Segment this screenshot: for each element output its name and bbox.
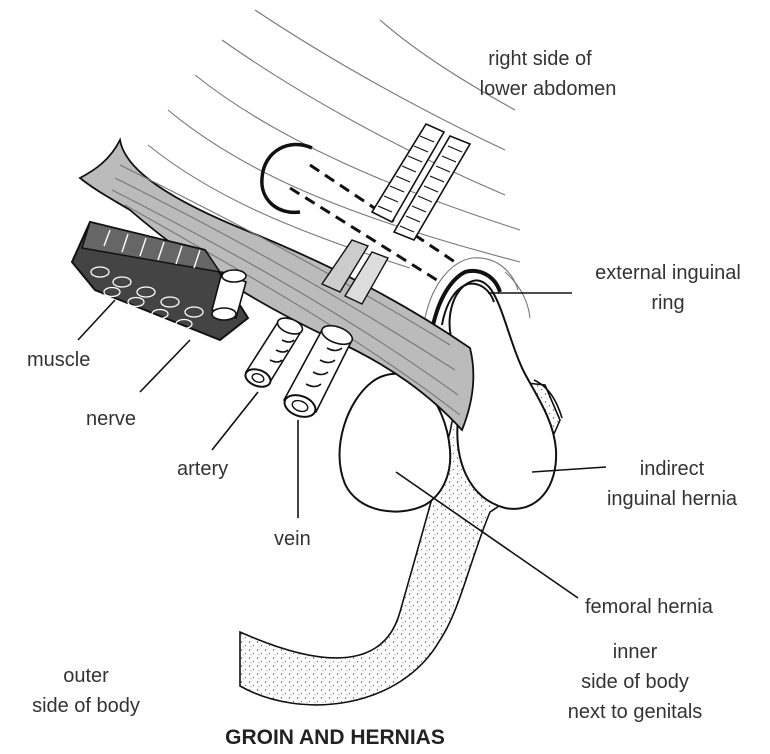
label-indirect-hernia-line2: inguinal hernia (607, 488, 738, 510)
leader-muscle (78, 300, 115, 340)
label-indirect-hernia-line1: indirect (640, 458, 705, 480)
label-right-side-line1: right side of (488, 48, 592, 70)
leader-artery (212, 392, 258, 450)
leader-nerve (140, 340, 190, 392)
label-inner-side-line1: inner (613, 641, 658, 663)
label-external-ring-line1: external inguinal (595, 262, 741, 284)
label-inner-side-line3: next to genitals (568, 701, 703, 723)
label-inner-side-line2: side of body (581, 671, 689, 693)
label-outer-side-line2: side of body (32, 695, 140, 717)
deep-inguinal-ring (262, 145, 312, 213)
label-vein: vein (274, 528, 311, 550)
label-right-side-line2: lower abdomen (480, 78, 617, 100)
label-nerve: nerve (86, 408, 136, 430)
label-external-ring-line2: ring (651, 292, 684, 314)
diagram-title: GROIN AND HERNIAS (225, 726, 445, 749)
label-outer-side-line1: outer (63, 665, 109, 687)
label-femoral-hernia: femoral hernia (585, 596, 714, 618)
label-artery: artery (177, 458, 228, 480)
label-muscle: muscle (27, 349, 90, 371)
